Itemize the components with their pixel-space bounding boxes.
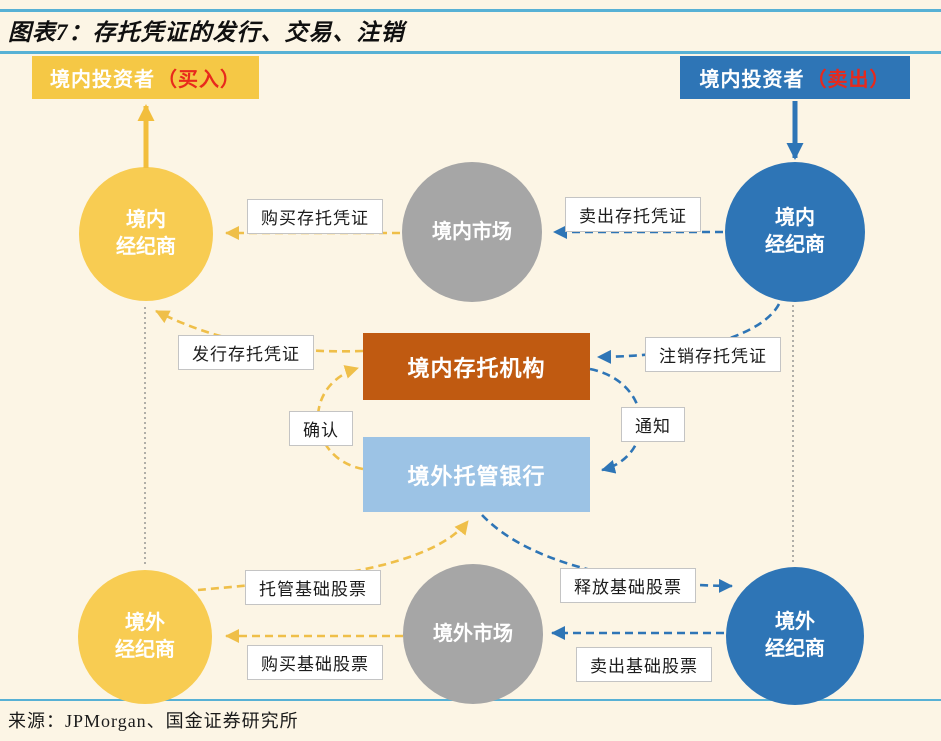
node-label: 境内 经纪商 — [116, 209, 176, 258]
buy-tag: （买入） — [157, 69, 241, 91]
edge-label-buy-dr: 购买存托凭证 — [247, 199, 383, 234]
node-label: 境内投资者 — [50, 69, 155, 91]
node-overseas-broker-sell-side: 境外 经纪商 — [726, 567, 864, 705]
arrow-issue-dr — [155, 309, 364, 353]
sell-tag: （卖出） — [806, 69, 891, 91]
node-domestic-market: 境内市场 — [402, 162, 542, 302]
edge-label-issue-dr: 发行存托凭证 — [178, 335, 314, 370]
edge-label-sell-dr: 卖出存托凭证 — [565, 197, 701, 232]
edge-label-notify: 通知 — [621, 407, 685, 442]
node-domestic-broker-buy-side: 境内 经纪商 — [79, 167, 213, 301]
node-label: 境内存托机构 — [407, 355, 546, 381]
node-overseas-custodian-bank: 境外托管银行 — [363, 437, 590, 512]
node-label: 境内市场 — [432, 220, 512, 243]
node-domestic-investor-buy: 境内投资者（买入） — [32, 56, 259, 99]
node-overseas-broker-buy-side: 境外 经纪商 — [78, 570, 212, 704]
node-label: 境外 经纪商 — [115, 612, 175, 661]
node-label: 境外 经纪商 — [765, 611, 825, 660]
node-label: 境内投资者 — [699, 69, 805, 91]
figure-title: 图表7：存托凭证的发行、交易、注销 — [8, 20, 405, 45]
node-label: 境内 经纪商 — [765, 207, 825, 256]
node-label: 境外托管银行 — [407, 463, 546, 489]
edge-label-buy-shares: 购买基础股票 — [247, 645, 383, 680]
source-note: 来源：JPMorgan、国金证券研究所 — [8, 711, 299, 731]
edge-label-cancel-dr: 注销存托凭证 — [645, 337, 781, 372]
edge-label-sell-shares: 卖出基础股票 — [576, 647, 712, 682]
edge-label-confirm: 确认 — [289, 411, 353, 446]
node-domestic-depositary: 境内存托机构 — [363, 333, 590, 400]
node-domestic-investor-sell: 境内投资者（卖出） — [680, 56, 910, 99]
title-bottom-rule — [0, 51, 941, 54]
node-domestic-broker-sell-side: 境内 经纪商 — [725, 162, 865, 302]
node-label: 境外市场 — [433, 622, 513, 645]
edge-label-custody-shares: 托管基础股票 — [245, 570, 381, 605]
top-rule — [0, 9, 941, 12]
edge-label-release-shares: 释放基础股票 — [560, 568, 696, 603]
node-overseas-market: 境外市场 — [403, 564, 543, 704]
